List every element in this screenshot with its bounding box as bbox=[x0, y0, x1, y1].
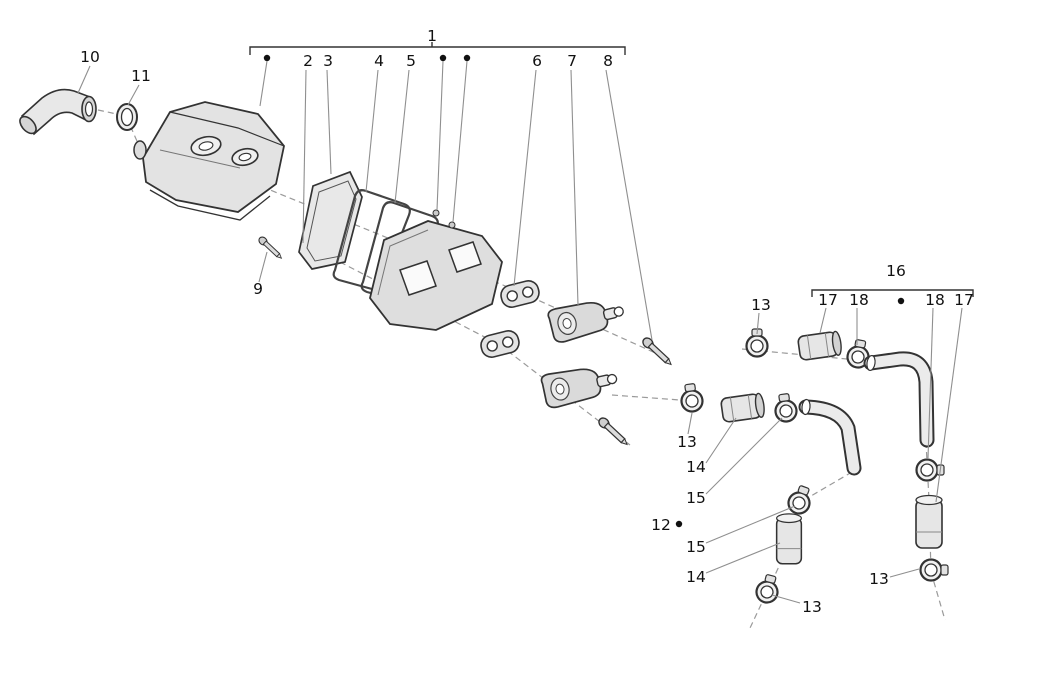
dot bbox=[463, 54, 471, 62]
callout-2: 2 bbox=[303, 52, 313, 70]
callout-13-c: 13 bbox=[802, 598, 822, 616]
callout-labels: 1 10 11 2 3 4 5 6 7 8 9 16 13 17 18 18 1… bbox=[80, 27, 974, 616]
axis-line bbox=[97, 109, 141, 149]
part-17-coupler-b bbox=[915, 494, 943, 549]
part-6-grommet-1 bbox=[498, 277, 542, 311]
callout-6: 6 bbox=[532, 52, 542, 70]
part-4-gasket bbox=[332, 189, 411, 291]
part-3-cover bbox=[298, 170, 363, 270]
callout-17-a: 17 bbox=[818, 291, 838, 309]
part-15-clamp-a bbox=[772, 391, 799, 424]
part-14-coupler-b bbox=[775, 513, 803, 565]
callout-3: 3 bbox=[323, 52, 333, 70]
callout-12: 12 bbox=[651, 516, 671, 534]
part-11-ring bbox=[116, 103, 138, 131]
callout-15-b: 15 bbox=[686, 538, 706, 556]
part-8-screw-1 bbox=[640, 335, 675, 369]
dot bbox=[263, 54, 271, 62]
callout-9: 9 bbox=[253, 280, 263, 298]
part-elbow-hose bbox=[798, 398, 862, 476]
part-17-coupler-a bbox=[796, 330, 844, 362]
part-13-clamp-c bbox=[753, 571, 783, 606]
callout-5: 5 bbox=[406, 52, 416, 70]
part-16-pipe bbox=[863, 351, 935, 448]
callout-14-b: 14 bbox=[686, 568, 706, 586]
callout-17-b: 17 bbox=[954, 291, 974, 309]
dot bbox=[675, 520, 683, 528]
part-7-valve-1 bbox=[546, 292, 628, 345]
part-8-screw-2 bbox=[596, 415, 631, 449]
part-13-clamp-b bbox=[678, 381, 705, 414]
callout-7: 7 bbox=[567, 52, 577, 70]
callout-10: 10 bbox=[80, 48, 100, 66]
callout-18-b: 18 bbox=[925, 291, 945, 309]
part-7-valve-2 bbox=[539, 359, 621, 410]
part-housing-cover bbox=[369, 209, 503, 331]
bracket-1 bbox=[249, 42, 626, 55]
callout-4: 4 bbox=[374, 52, 384, 70]
callout-15-a: 15 bbox=[686, 489, 706, 507]
dot bbox=[897, 297, 905, 305]
dot bbox=[439, 54, 447, 62]
leader-lines bbox=[77, 60, 963, 604]
callout-8: 8 bbox=[603, 52, 613, 70]
part-airbox-body bbox=[133, 101, 285, 221]
callout-18-a: 18 bbox=[849, 291, 869, 309]
axis-line bbox=[159, 144, 663, 357]
callout-14-a: 14 bbox=[686, 458, 706, 476]
part-6-grommet-2 bbox=[478, 327, 522, 361]
callout-13-a: 13 bbox=[751, 296, 771, 314]
part-10-hose bbox=[19, 88, 97, 136]
axis-line bbox=[611, 394, 681, 401]
part-9-screw bbox=[256, 234, 285, 262]
callout-1: 1 bbox=[427, 27, 437, 45]
part-14-coupler-a bbox=[719, 392, 767, 424]
bracket-16 bbox=[811, 289, 974, 297]
part-13-clamp-d bbox=[919, 558, 950, 582]
callout-16: 16 bbox=[886, 262, 906, 280]
callout-11: 11 bbox=[131, 67, 151, 85]
part-15-clamp-b bbox=[784, 482, 816, 518]
callout-dots bbox=[263, 54, 905, 528]
callout-13-b: 13 bbox=[677, 433, 697, 451]
callout-13-d: 13 bbox=[869, 570, 889, 588]
